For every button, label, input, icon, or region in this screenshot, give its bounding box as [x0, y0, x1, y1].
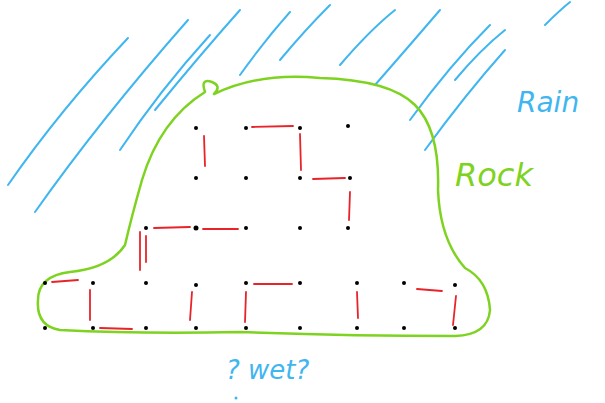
- rock-label: Rock: [455, 158, 533, 193]
- rain-stroke: [280, 5, 330, 60]
- path-segments: [52, 126, 456, 329]
- rain-stroke: [410, 25, 490, 120]
- rain-stroke: [155, 10, 240, 110]
- rain-strokes: [8, 2, 570, 212]
- rain-stroke: [120, 35, 210, 150]
- rain-stroke: [340, 10, 395, 65]
- question-label: ? wet?: [226, 356, 309, 385]
- rain-stroke: [545, 2, 570, 25]
- rain-label: Rain: [517, 88, 579, 119]
- question-dot: [235, 397, 238, 400]
- rain-stroke: [35, 20, 188, 212]
- rock-outline: [38, 77, 490, 336]
- rain-stroke: [425, 50, 505, 150]
- rain-stroke: [455, 30, 505, 80]
- rain-stroke: [375, 10, 440, 85]
- grid-dots: [43, 124, 457, 330]
- rain-stroke: [240, 12, 290, 75]
